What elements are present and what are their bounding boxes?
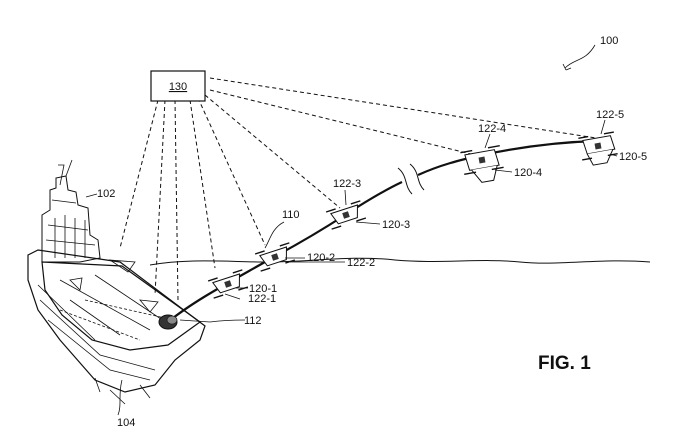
drone-120-4 xyxy=(460,145,504,183)
system-ref-label: 100 xyxy=(600,35,618,47)
drone-2-tag: 122-2 xyxy=(347,257,375,269)
drone-4-ref: 120-4 xyxy=(514,167,542,179)
drone-5-ref: 120-5 xyxy=(619,151,647,163)
leader-lines xyxy=(85,44,618,416)
figure-title: FIG. 1 xyxy=(538,353,591,374)
communication-links xyxy=(119,77,597,301)
drone-120-2 xyxy=(254,242,296,272)
flight-deck xyxy=(41,261,202,351)
controller-130: 130 xyxy=(150,70,206,102)
hull-ref-label: 104 xyxy=(117,417,135,429)
drone-120-3 xyxy=(325,200,367,230)
drone-4-tag: 122-4 xyxy=(478,123,506,135)
sea-horizon-line xyxy=(149,257,651,266)
drone-120-1 xyxy=(207,269,249,299)
drone-120-5 xyxy=(578,131,618,166)
cable-ref-label: 110 xyxy=(282,209,300,221)
drone-3-tag: 122-3 xyxy=(333,178,361,190)
ship-hull xyxy=(27,249,206,393)
ship-ref-label: 102 xyxy=(97,188,115,200)
drone-1-ref: 120-1 xyxy=(249,283,277,295)
drone-3-ref: 120-3 xyxy=(382,219,410,231)
ship-island xyxy=(41,175,101,263)
ship-102 xyxy=(27,159,206,405)
winch-112 xyxy=(158,314,211,330)
drone-1-tag: 122-1 xyxy=(248,293,276,305)
drone-2-ref: 120-2 xyxy=(307,252,335,264)
controller-label: 130 xyxy=(169,81,187,93)
drone-5-tag: 122-5 xyxy=(596,109,624,121)
winch-ref-label: 112 xyxy=(244,315,262,327)
